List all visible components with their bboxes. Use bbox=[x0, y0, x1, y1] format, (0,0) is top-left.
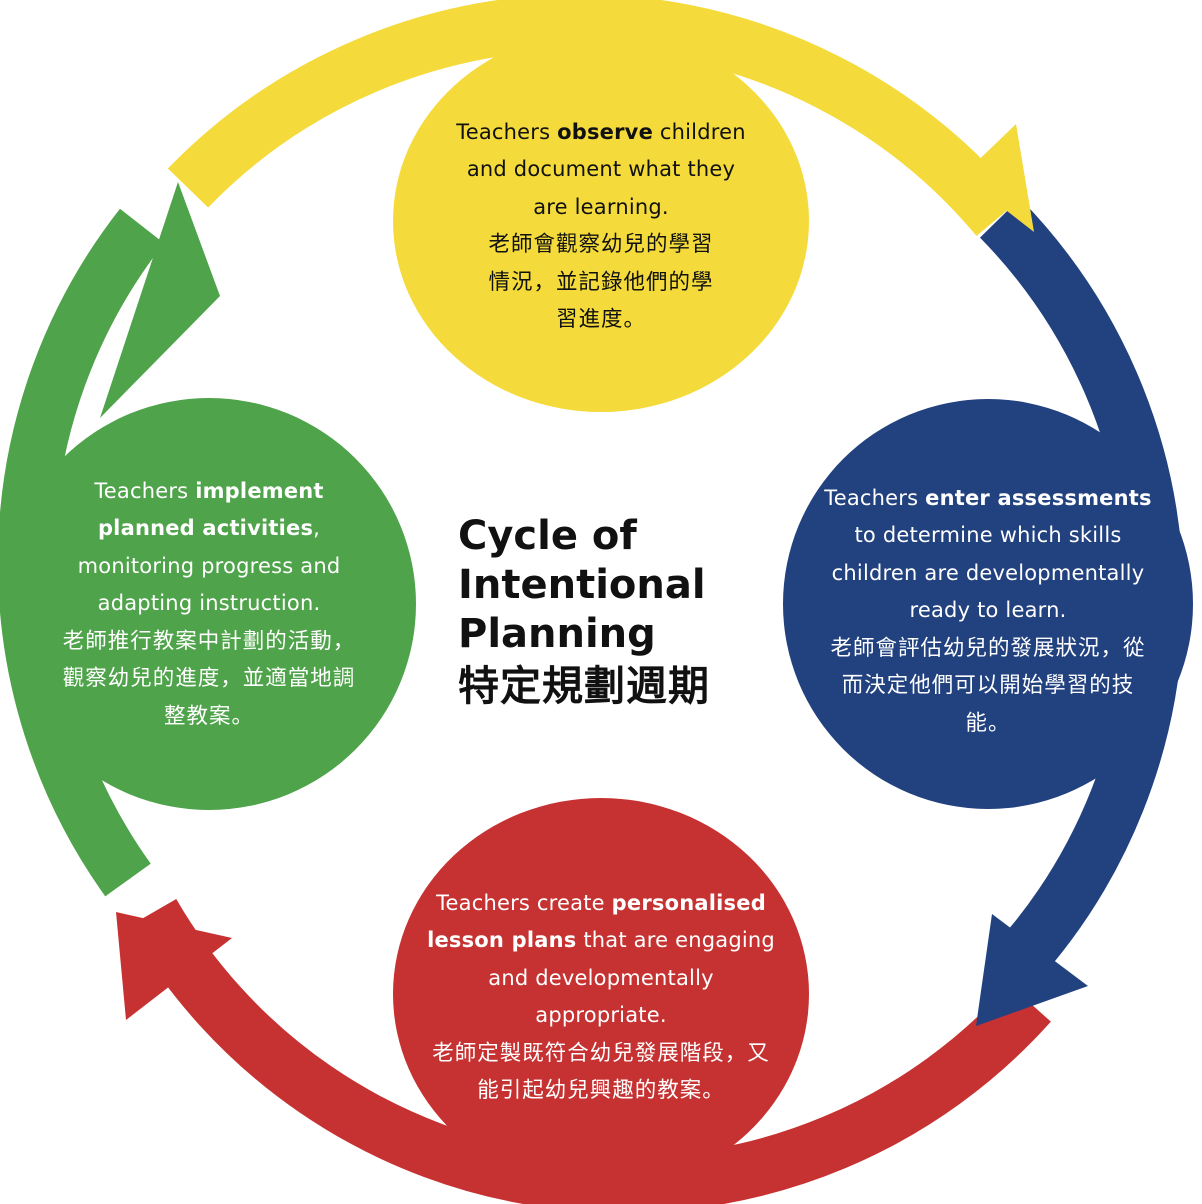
observe-text-lead: Teachers bbox=[456, 119, 558, 144]
implement-text-keyword: implement planned activities bbox=[97, 478, 324, 541]
diagram-title-zh: 特定規劃週期 bbox=[458, 662, 710, 710]
observe-text-zh: 老師會觀察幼兒的學習情況，並記錄他們的學習進度。 bbox=[488, 232, 714, 332]
assess-text-keyword: enter assessments bbox=[925, 485, 1152, 510]
blue-arrowhead bbox=[976, 914, 1088, 1026]
implement-text-rest: , monitoring progress and adapting instr… bbox=[77, 516, 341, 616]
step-implement-circle: Teachers implement planned activities, m… bbox=[2, 398, 416, 810]
observe-text-keyword: observe bbox=[557, 119, 654, 144]
yellow-arrowhead bbox=[962, 124, 1034, 232]
step-observe-circle: Teachers observe children and document w… bbox=[393, 30, 809, 412]
implement-text-lead: Teachers bbox=[94, 478, 196, 503]
observe-text-rest: children and document what they are lear… bbox=[466, 119, 746, 219]
assess-text-rest: to determine which skills children are d… bbox=[831, 523, 1145, 623]
diagram-title-en: Cycle of Intentional Planning bbox=[458, 513, 706, 657]
plan-text-zh: 老師定製既符合幼兒發展階段，又能引起幼兒興趣的教案。 bbox=[432, 1040, 770, 1104]
green-arrowhead bbox=[100, 182, 220, 418]
plan-text-keyword: personalised lesson plans bbox=[427, 890, 766, 953]
red-arrowhead bbox=[116, 912, 232, 1020]
assess-text-lead: Teachers bbox=[824, 485, 926, 510]
step-assess-circle: Teachers enter assessments to determine … bbox=[783, 399, 1193, 809]
plan-text-lead: Teachers create bbox=[436, 890, 612, 915]
step-plan-circle: Teachers create personalised lesson plan… bbox=[393, 798, 809, 1190]
assess-text-zh: 老師會評估幼兒的發展狀況，從而決定他們可以開始學習的技能。 bbox=[830, 635, 1146, 736]
yellow-arrow-band bbox=[167, 0, 1020, 236]
plan-text-rest: that are engaging and developmentally ap… bbox=[488, 928, 775, 1027]
diagram-title: Cycle of Intentional Planning 特定規劃週期 bbox=[458, 512, 738, 713]
implement-text-zh: 老師推行教案中計劃的活動，觀察幼兒的進度，並適當地調整教案。 bbox=[62, 628, 356, 729]
